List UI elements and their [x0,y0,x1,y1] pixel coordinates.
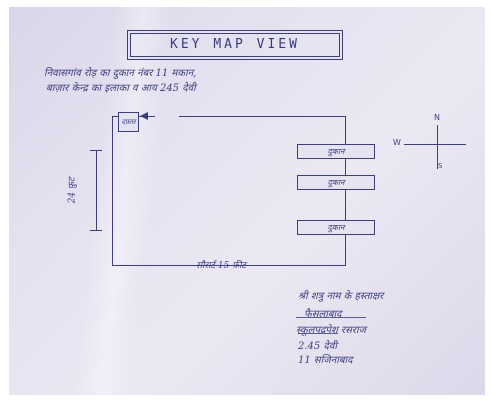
side-dimension-tick-top [90,150,102,151]
compass-vertical-line [437,125,439,169]
map-entrance-gap [155,115,179,118]
compass-horizontal-line [404,144,466,146]
compass-south-label: S [438,162,443,170]
signature-underline-2 [298,333,338,334]
shop-box-1: दुकान [297,144,375,159]
compass-north-label: N [434,113,440,122]
shop-box-3: दुकान [297,220,375,235]
signature-underline-1 [296,317,366,318]
office-box: दफ़्तर [118,112,139,132]
site-map-outline [112,116,346,266]
paper-sheet [9,7,485,395]
side-dimension-line [96,150,97,230]
signature-line-2: फैसलाबाद [304,309,342,320]
signature-line-1: श्री शत्रु नाम के हस्ताक्षर [298,291,384,302]
entrance-arrow-icon [140,112,148,120]
document-title: KEY MAP VIEW [130,33,340,57]
side-dimension-tick-bottom [90,230,102,231]
side-dimension-label: 24 फ़ुट [67,177,78,204]
signature-line-4: 2.45 देवी [298,341,337,352]
compass-west-label: W [393,138,401,147]
signature-line-5: 11 सजिनाबाद [298,355,353,366]
subtitle-line-1: निवासगांव रोड़ का दुकान नंबर 11 मकान, [44,68,197,79]
bottom-dimension-label: सौरार्ट 15 फ़ीट [196,261,246,271]
subtitle-line-2: बाज़ार केन्द्र का इलाका व आय 245 देवी [46,83,196,94]
shop-box-2: दुकान [297,175,375,190]
signature-line-3: स्कूलपद्रपेश रसराज [296,325,366,336]
